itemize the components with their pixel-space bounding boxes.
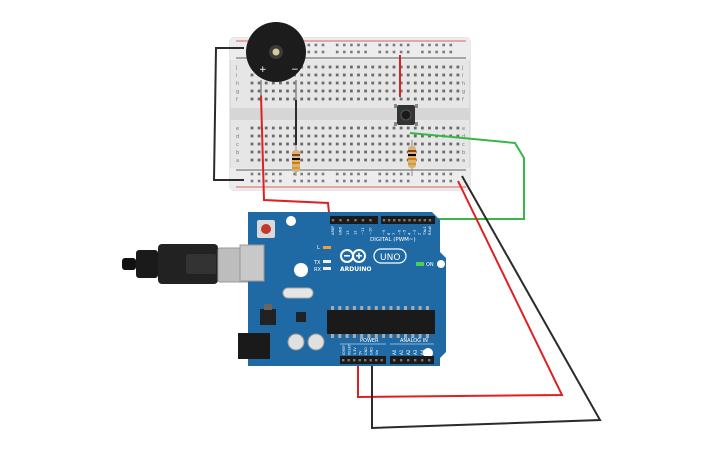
power-pin-label: Vin xyxy=(375,350,379,355)
power-pin-label: RESET xyxy=(348,343,352,355)
uno-badge xyxy=(373,248,407,264)
digital-pin-label: 8 xyxy=(387,232,391,235)
analog-pin-label: A3 xyxy=(413,349,418,355)
l-led-label: L xyxy=(317,245,320,251)
analog-label: ANALOG IN xyxy=(400,338,428,344)
tx-led xyxy=(323,260,331,263)
row-letter: g xyxy=(462,89,465,95)
power-header[interactable] xyxy=(340,356,386,364)
digital-pin-label: 4 xyxy=(408,232,412,235)
digital-pin-label: ~9 xyxy=(382,229,386,235)
row-letter: f xyxy=(462,97,464,103)
mounting-hole xyxy=(286,216,296,226)
crystal xyxy=(282,287,314,299)
mounting-hole xyxy=(294,263,308,277)
row-letter: j xyxy=(235,65,237,71)
on-label: ON xyxy=(426,262,434,268)
rx-label: RX xyxy=(314,267,321,273)
row-letter: a xyxy=(462,158,465,164)
power-pin-label: GND xyxy=(370,347,374,355)
digital-pin-label: 7 xyxy=(392,233,396,235)
capacitor xyxy=(307,333,325,351)
power-pin-label: 5V xyxy=(359,350,363,355)
push-button[interactable] xyxy=(394,104,418,126)
analog-pin-label: A4 xyxy=(420,349,425,355)
model-label: UNO xyxy=(380,253,400,263)
wire-red-5v[interactable] xyxy=(357,180,564,399)
arduino-logo xyxy=(340,249,366,263)
row-letter: d xyxy=(462,134,465,140)
digital-pin-label: GND xyxy=(339,227,343,235)
analog-pin-label: A2 xyxy=(406,349,411,355)
digital-pin-label: ~6 xyxy=(397,229,401,235)
mounting-hole xyxy=(437,260,445,268)
power-pin-label: GND xyxy=(364,347,368,355)
row-letter: c xyxy=(462,142,465,148)
piezo-buzzer[interactable]: + − xyxy=(246,22,306,100)
row-letter: e xyxy=(462,126,465,132)
row-letter: d xyxy=(236,134,239,140)
digital-pin-label: 2 xyxy=(418,233,422,235)
row-letter: c xyxy=(236,142,239,148)
analog-pin-label: A5 xyxy=(427,349,432,355)
rx-led xyxy=(323,267,331,270)
resistor-left[interactable] xyxy=(292,145,300,176)
power-pin-label: 3.3V xyxy=(353,347,357,355)
row-letter: b xyxy=(462,150,465,156)
digital-pin-label: ~11 xyxy=(361,227,365,235)
wire-black-gnd[interactable] xyxy=(371,175,602,430)
digital-pin-label: 13 xyxy=(346,230,350,235)
row-letter: b xyxy=(236,150,239,156)
digital-pin-label: ~3 xyxy=(413,230,417,235)
usb-cable[interactable] xyxy=(122,244,257,284)
row-letter: h xyxy=(236,81,239,87)
row-letter: h xyxy=(462,81,465,87)
row-letter: i xyxy=(462,73,463,79)
wire-black-left-rail[interactable] xyxy=(212,47,244,181)
digital-pin-label: RX◂0 xyxy=(428,225,432,235)
atmega-chip xyxy=(327,310,435,334)
analog-pin-label: A1 xyxy=(399,349,404,355)
analog-pin-label: A0 xyxy=(392,349,397,355)
power-label: POWER xyxy=(360,338,379,344)
capacitor xyxy=(287,333,305,351)
row-letter: i xyxy=(236,73,237,79)
row-letter: f xyxy=(236,97,238,103)
digital-pin-label: TX▸1 xyxy=(423,226,427,236)
digital-pin-label: ~10 xyxy=(369,227,373,235)
digital-pin-label: ~5 xyxy=(402,230,406,235)
usb-port xyxy=(239,244,265,282)
row-letter: a xyxy=(236,158,239,164)
buzzer-plus-label: + xyxy=(259,65,267,75)
resistor-right[interactable] xyxy=(408,140,416,176)
row-letter: j xyxy=(461,65,463,71)
row-letter: g xyxy=(236,89,239,95)
wire-green-button-pin2[interactable] xyxy=(407,132,525,220)
digital-pin-label: AREF xyxy=(331,226,335,235)
buzzer-minus-label: − xyxy=(291,65,299,75)
power-jack[interactable] xyxy=(238,333,270,359)
tx-label: TX xyxy=(313,260,321,266)
row-letter: e xyxy=(236,126,239,132)
on-led xyxy=(416,262,424,266)
mounting-hole xyxy=(423,348,433,358)
brand-label: ARDUINO xyxy=(340,266,371,273)
power-pin-label: IOREF xyxy=(342,345,346,355)
analog-header[interactable] xyxy=(390,356,434,364)
digital-header-left[interactable] xyxy=(330,216,378,224)
voltage-regulator xyxy=(260,309,276,325)
l-led xyxy=(323,246,331,249)
digital-pin-label: 12 xyxy=(354,230,358,235)
digital-header-right[interactable] xyxy=(381,216,435,224)
digital-pwm-label: DIGITAL (PWM~) xyxy=(370,237,416,243)
